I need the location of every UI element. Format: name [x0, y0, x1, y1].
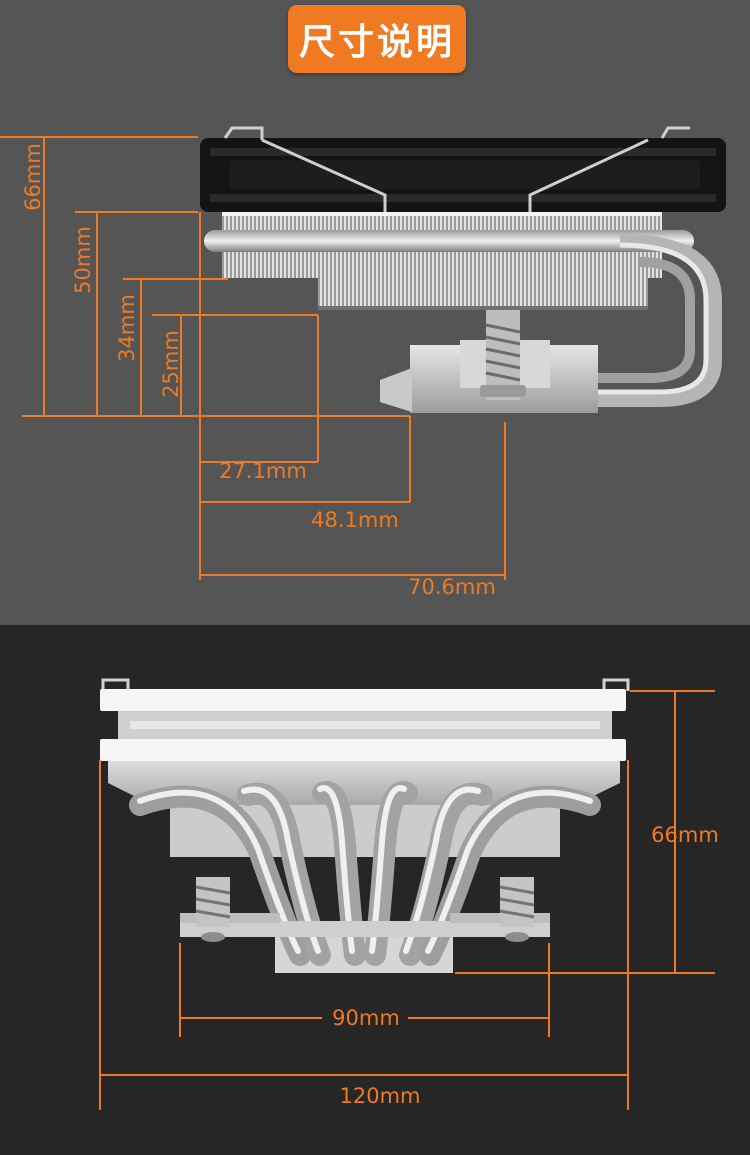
height-label-25: 25mm [159, 330, 183, 398]
fan-width-label: 120mm [340, 1084, 421, 1108]
height-label-66: 66mm [21, 143, 45, 211]
side-view-panel [0, 0, 750, 625]
depth-label-48: 48.1mm [311, 508, 399, 532]
depth-label-70: 70.6mm [408, 575, 496, 599]
cooler-base-side [380, 310, 598, 413]
mounting-bracket-front [180, 877, 550, 942]
fan-front [100, 689, 626, 761]
side-view-drawing: 66mm 50mm 34mm 25mm 27.1mm 48.1mm 70.6mm [0, 126, 726, 599]
fan-clip-front [101, 678, 630, 691]
mount-width-label: 90mm [332, 1006, 400, 1030]
front-view-drawing: 66mm 90mm 120mm [99, 678, 719, 1110]
side-dimension-lines [0, 136, 506, 580]
front-dimension-lines [99, 690, 715, 1110]
height-label-50: 50mm [71, 226, 95, 294]
fan-side [200, 138, 726, 212]
height-label-34: 34mm [115, 294, 139, 362]
page-title: 尺寸说明 [288, 5, 466, 73]
front-height-label: 66mm [651, 823, 719, 847]
heatsink-fins-lower [318, 262, 648, 310]
depth-label-27: 27.1mm [219, 459, 307, 483]
heat-pipes-side [204, 230, 722, 407]
